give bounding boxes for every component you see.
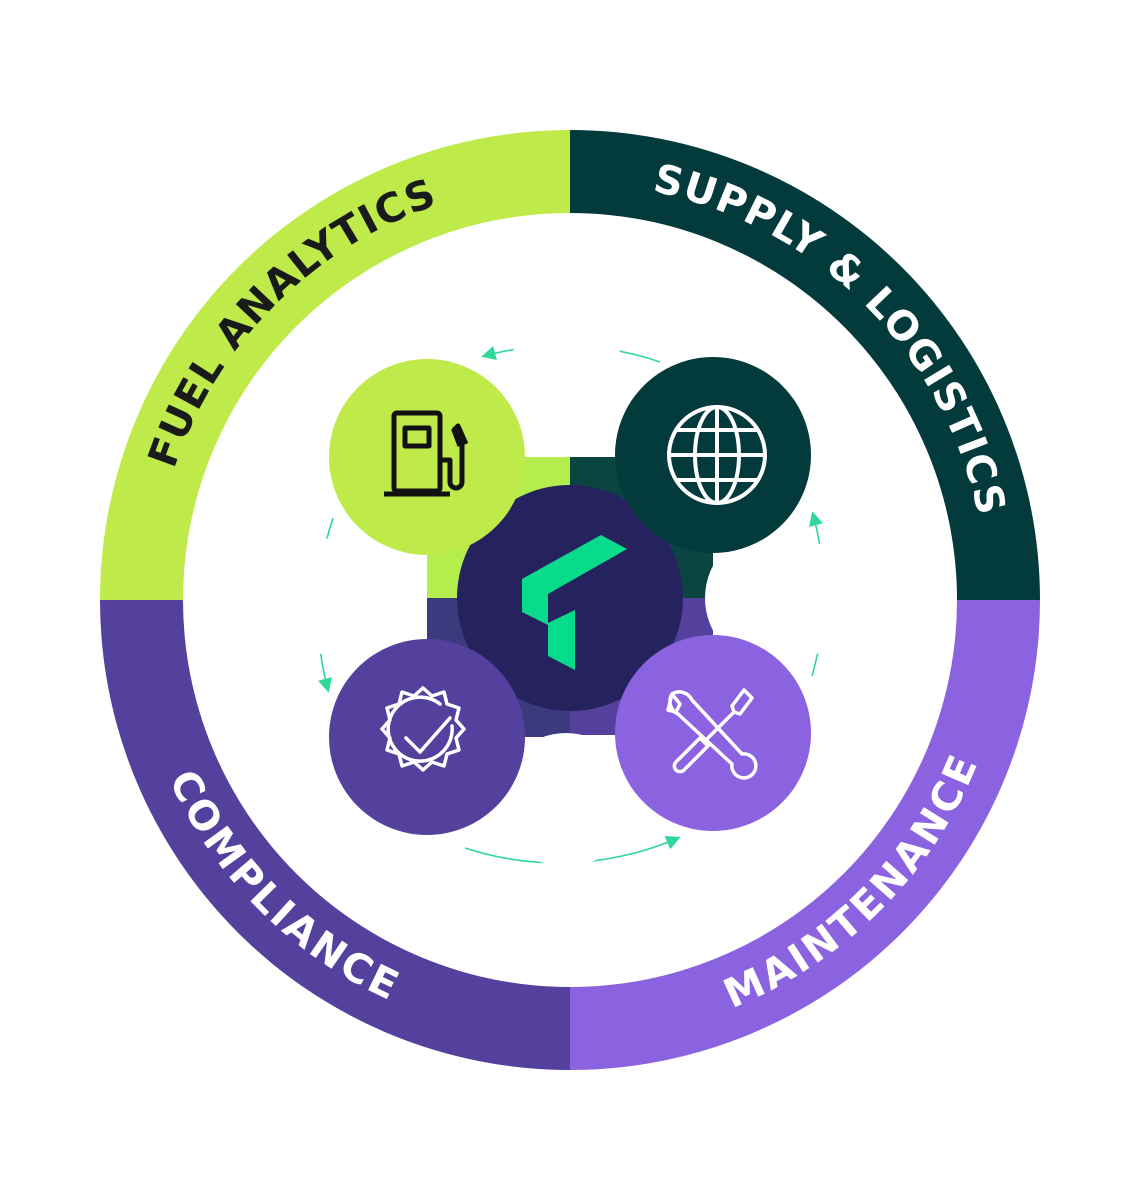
ring-segment-maintenance <box>570 600 1040 1070</box>
node-compliance <box>329 639 525 835</box>
ring-segment-supply-logistics <box>570 130 1040 600</box>
ring-segment-fuel-analytics <box>100 130 570 600</box>
center-circle <box>457 485 683 711</box>
node-supply-logistics <box>615 357 811 553</box>
outer-ring <box>100 130 1040 1070</box>
badge-check-icon <box>380 686 466 772</box>
node-fuel-analytics <box>329 359 525 555</box>
ring-segment-compliance <box>100 600 570 1070</box>
fuel-pump-icon <box>384 410 469 497</box>
wrench-screwdriver-icon <box>666 688 758 780</box>
globe-icon <box>667 405 767 505</box>
node-maintenance <box>615 635 811 831</box>
brand-logo-icon <box>522 535 627 670</box>
